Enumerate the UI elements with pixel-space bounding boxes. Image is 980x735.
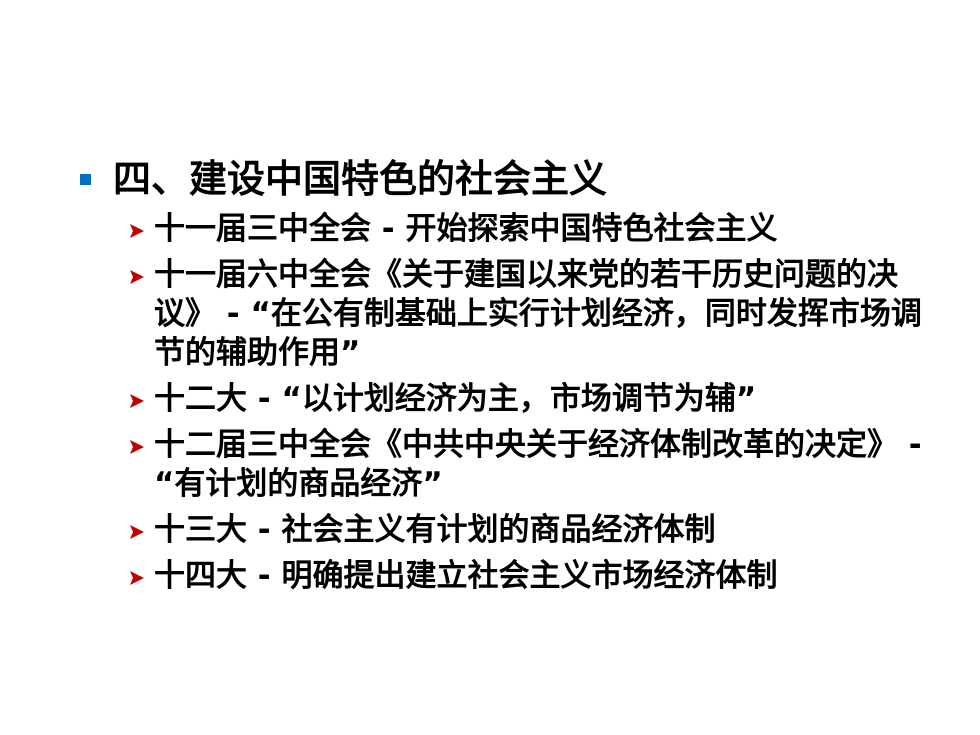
list-item: 十二大 - “以计划经济为主，市场调节为辅” <box>128 380 928 419</box>
arrow-bullet-icon <box>130 571 144 585</box>
arrow-bullet-icon <box>130 525 144 539</box>
list-item-text: 十三大 - 社会主义有计划的商品经济体制 <box>154 512 716 548</box>
heading-text: 四、建设中国特色的社会主义 <box>113 157 608 201</box>
list-item-text: 十一届三中全会 - 开始探索中国特色社会主义 <box>154 211 778 247</box>
list-item: 十一届六中全会《关于建国以来党的若干历史问题的决议》 - “在公有制基础上实行计… <box>128 256 928 373</box>
bullet-list: 十一届三中全会 - 开始探索中国特色社会主义 十一届六中全会《关于建国以来党的若… <box>128 210 928 603</box>
list-item-text: 十二大 - “以计划经济为主，市场调节为辅” <box>154 381 757 417</box>
arrow-bullet-icon <box>130 440 144 454</box>
list-item-text: 十二届三中全会《中共中央关于经济体制改革的决定》 - “有计划的商品经济” <box>154 427 922 502</box>
list-item: 十二届三中全会《中共中央关于经济体制改革的决定》 - “有计划的商品经济” <box>128 426 928 504</box>
arrow-bullet-icon <box>130 270 144 284</box>
list-item: 十一届三中全会 - 开始探索中国特色社会主义 <box>128 210 928 249</box>
slide-heading: 四、建设中国特色的社会主义 <box>80 152 940 206</box>
arrow-bullet-icon <box>130 394 144 408</box>
list-item: 十四大 - 明确提出建立社会主义市场经济体制 <box>128 557 928 596</box>
arrow-bullet-icon <box>130 224 144 238</box>
list-item: 十三大 - 社会主义有计划的商品经济体制 <box>128 511 928 550</box>
list-item-text: 十一届六中全会《关于建国以来党的若干历史问题的决议》 - “在公有制基础上实行计… <box>154 257 922 371</box>
square-bullet-icon <box>80 173 91 185</box>
list-item-text: 十四大 - 明确提出建立社会主义市场经济体制 <box>154 558 778 594</box>
